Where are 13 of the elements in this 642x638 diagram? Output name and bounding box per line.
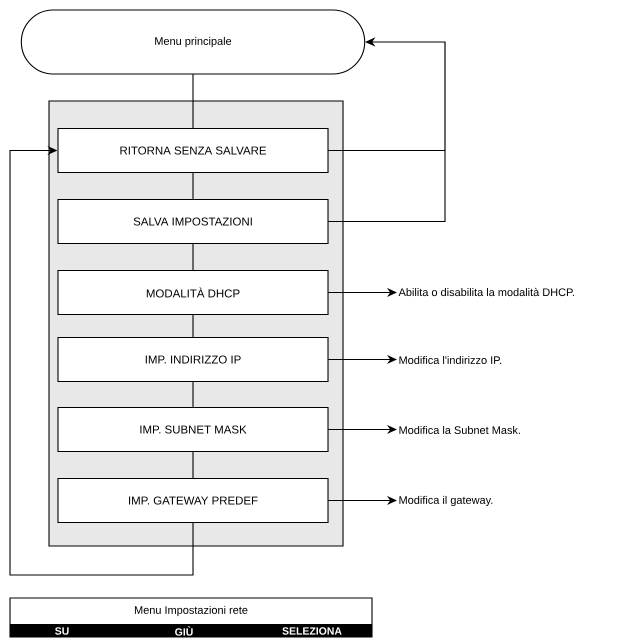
menu-item-box: IMP. GATEWAY PREDEF xyxy=(57,478,329,524)
display-screen: Menu Impostazioni rete SU GIÙ SELEZIONA xyxy=(9,597,373,638)
description-text: Abilita o disabilita la modalità DHCP. xyxy=(398,288,574,296)
description-text: Modifica la Subnet Mask. xyxy=(399,426,520,434)
terminal-box: Menu principale xyxy=(20,9,366,75)
connector-arrow xyxy=(9,146,194,576)
menu-item-box: RITORNA SENZA SALVARE xyxy=(57,128,329,174)
menu-item-box: IMP. INDIRIZZO IP xyxy=(57,336,329,382)
menu-item-box: SALVA IMPOSTAZIONI xyxy=(57,198,329,244)
menu-item-box: IMP. SUBNET MASK xyxy=(57,406,329,452)
description-text: Modifica l'indirizzo IP. xyxy=(399,356,502,364)
description-text: Modifica il gateway. xyxy=(399,496,492,506)
menu-item-box: MODALITÀ DHCP xyxy=(57,270,329,316)
